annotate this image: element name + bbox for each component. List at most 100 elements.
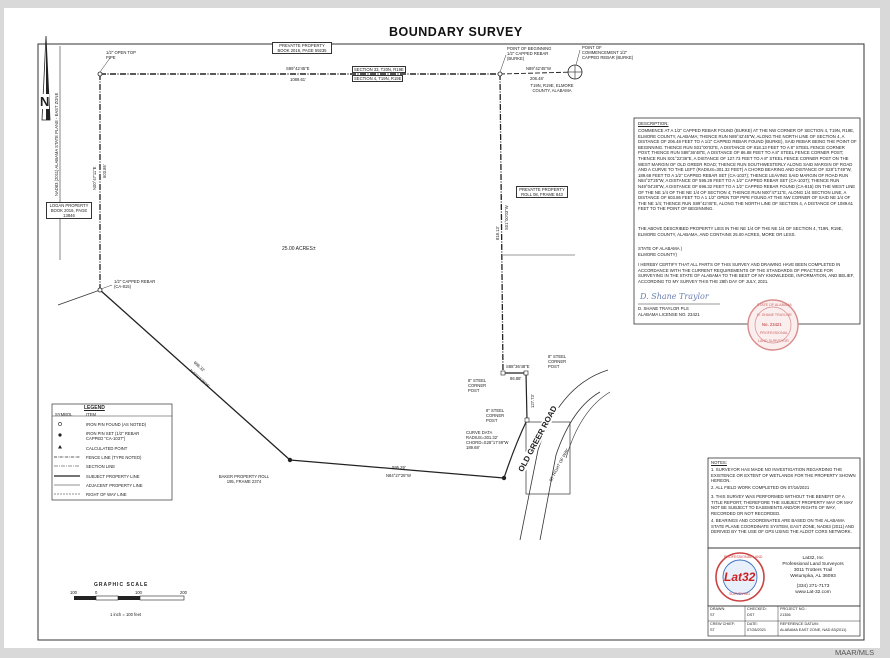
scale-tick: 0 xyxy=(95,590,98,595)
section4-label: SECTION 4, T19N, R19E xyxy=(352,75,404,82)
north-bearing: S89°42'45"E xyxy=(286,66,310,71)
surveyor-name: D. SHANE TRAYLOR PLS xyxy=(638,306,689,311)
section33-label: SECTION 33, T20N, R19E xyxy=(352,66,406,73)
curve-data-label: CURVE DATA RADIUS=301.32' CHORD=S28°17'4… xyxy=(466,430,509,450)
paper-sheet xyxy=(4,8,880,648)
tb-date-value: 07/28/2021 xyxy=(747,628,767,632)
surveyor-signature: D. Shane Traylor xyxy=(640,292,709,301)
scale-tick: 100 xyxy=(135,590,142,595)
road-row-west xyxy=(539,391,601,541)
north-letter: N xyxy=(40,94,50,109)
logo-ring-bottom: SURVEYING xyxy=(729,592,751,596)
tb-datum-value: ALABAMA EAST ZONE, NAD 83(2011) xyxy=(780,628,847,632)
road-row-outer xyxy=(565,391,611,459)
company-address1: 3011 Trotters Trail xyxy=(793,568,833,573)
legend-item-col: ITEM xyxy=(86,412,97,417)
cert-text: I HEREBY CERTIFY THAT ALL PARTS OF THIS … xyxy=(638,262,855,284)
steel-post-1-label: 8" STEEL CORNER POST xyxy=(548,354,567,369)
seal-number: No. 23421 xyxy=(762,322,782,327)
note-4: 4. BEARINGS AND COORDINATES ARE BASED ON… xyxy=(711,518,855,535)
diagonal-property-line xyxy=(99,289,291,461)
seal-top: STATE OF ALABAMA xyxy=(757,303,792,307)
tb-crew-value: ST xyxy=(710,628,715,632)
south-bearing: N84°27'25"W xyxy=(386,473,411,478)
page-title: BOUNDARY SURVEY xyxy=(389,25,523,39)
seal-role1: PROFESSIONAL xyxy=(760,331,788,335)
legend-pin-set-icon xyxy=(58,433,62,437)
tb-checked-label: CHECKED: xyxy=(747,607,767,611)
surveyor-seal-icon xyxy=(747,299,799,351)
legend-heading: LEGEND xyxy=(84,405,105,411)
small-bearing: S88°36'48"E xyxy=(506,364,530,369)
company-address2: Wetumpka, AL 36093 xyxy=(790,574,836,579)
legend-item-label: FENCE LINE (TYPE NOTED) xyxy=(86,455,142,460)
sw-rebar-label: 1/2" CAPPED REBAR (CA-815) xyxy=(114,279,156,289)
graphic-scale xyxy=(74,595,185,601)
leader-line xyxy=(100,284,113,290)
seal-role2: LAND SURVEYOR xyxy=(758,339,789,343)
small-distance: 86.88' xyxy=(510,376,522,381)
legend-item-label: CALCULATED POINT xyxy=(86,446,128,451)
leader-line xyxy=(499,54,507,73)
note-1: 1. SURVEYOR HAS MADE NO INVESTIGATION RE… xyxy=(711,467,856,484)
baker-label: BAKER PROPERTY ROLL 195, FRAME 2374 xyxy=(218,474,270,484)
prevatte-top-label: PREVATTE PROPERTY BOOK 2016, PAGE 59235 xyxy=(272,42,332,54)
west-distance: 603.86' xyxy=(102,164,107,178)
steel-post-3-label: 8" STEEL CORNER POST xyxy=(486,408,505,423)
description-summary: THE ABOVE DESCRIBED PROPERTY LIES IN THE… xyxy=(638,226,843,237)
legend-box xyxy=(51,403,173,501)
road-frontage-line xyxy=(503,419,528,479)
east-distance: 818.13' xyxy=(495,226,500,240)
prevatte-right-label: PREVATTE PROPERTY ROLL 08, FRAME 843 xyxy=(516,186,568,198)
tb-datum-label: REFERENCE DATUM: xyxy=(780,622,819,626)
legend-pin-found-icon xyxy=(58,422,62,426)
legend-symbol-col: SYMBOL xyxy=(55,412,73,417)
logan-label: LOGAN PROPERTY BOOK 2016, PAGE 13846 xyxy=(46,202,92,219)
offset-east-line xyxy=(525,372,528,421)
road-row-east xyxy=(519,369,609,541)
notes-heading: NOTES: xyxy=(711,460,727,465)
tb-drawn-value: ST xyxy=(710,613,715,617)
north-distance: 1089.61' xyxy=(290,77,306,82)
tb-drawn-label: DRAWN: xyxy=(710,607,726,611)
legend-item-label: RIGHT OF WAY LINE xyxy=(86,492,127,497)
tb-crew-label: CREW CHIEF: xyxy=(710,622,736,626)
legend-item-label: IRON PIN FOUND (AS NOTED) xyxy=(86,422,147,427)
company-web: www.Lat-32.com xyxy=(795,590,831,595)
top-right-distance: 206.48' xyxy=(530,76,544,81)
cert-county: ELMORE COUNTY) xyxy=(638,252,677,257)
steel-post-icon xyxy=(524,417,530,423)
legend-item-label: SUBJECT PROPERTY LINE xyxy=(86,474,140,479)
company-name: Lat32, Inc xyxy=(802,556,824,561)
adjacent-property-line xyxy=(57,289,101,306)
description-box xyxy=(633,117,861,325)
note-2: 2. ALL FIELD WORK COMPLETED ON 07/16/202… xyxy=(711,485,810,490)
top-right-bearing: N89°42'45"W xyxy=(526,66,551,71)
acreage-label: 25.00 ACRES± xyxy=(282,246,316,252)
state-plane-note: NAD83 (2011) ALABAMA STATE PLANE - EAST … xyxy=(54,92,59,196)
nw-pipe-label: 1/2" OPEN TOP PIPE xyxy=(106,50,136,60)
township-label: T19N, R19E, ELMORE COUNTY, ALABAMA xyxy=(530,83,574,93)
tb-project-value: 21356 xyxy=(780,613,791,617)
legend-item-label: ADJACENT PROPERTY LINE xyxy=(86,483,143,488)
tb-date-label: DATE: xyxy=(747,622,758,626)
leader-line xyxy=(99,57,111,73)
road-distance: 127.73' xyxy=(530,394,535,408)
tb-checked-value: DST xyxy=(747,613,755,617)
scale-heading: GRAPHIC SCALE xyxy=(94,582,149,588)
west-bearing: N00°47'11"E xyxy=(92,166,97,190)
surveyor-license: ALABAMA LICENSE NO. 23421 xyxy=(638,312,700,317)
watermark: MAAR/MLS xyxy=(835,648,875,657)
east-bearing: S01°00'03"W xyxy=(504,205,509,230)
legend-calculated-point-icon xyxy=(58,445,62,449)
legend-item-label: SECTION LINE xyxy=(86,464,116,469)
south-property-line xyxy=(289,459,505,479)
nw-corner-pin-icon xyxy=(97,71,103,77)
company-sub: Professional Land Surveyors xyxy=(782,562,844,567)
pob-label: POINT OF BEGINNING 1/2" CAPPED REBAR (BU… xyxy=(507,46,552,61)
logo-text: Lat32 xyxy=(724,570,756,584)
description-body: COMMENCE AT A 1/2" CAPPED REBAR FOUND (B… xyxy=(638,128,857,212)
steel-post-icon xyxy=(500,370,506,376)
legend-item-label: IRON PIN SET (1/2" REBAR CAPPED "CA-1037… xyxy=(86,431,140,441)
